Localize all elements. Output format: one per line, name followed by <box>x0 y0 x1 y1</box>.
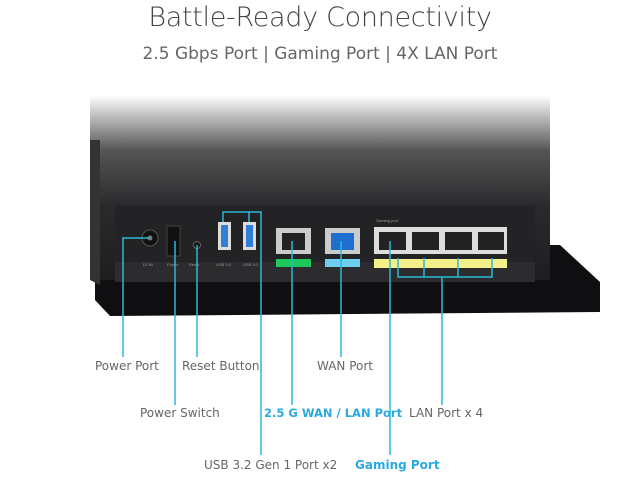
strip-wan <box>325 259 360 267</box>
port-wan <box>325 228 360 254</box>
panel-label-gaming: Gaming port <box>376 218 399 223</box>
panel-label-dcin: DCIN <box>143 262 153 267</box>
label-reset-button: Reset Button <box>182 359 260 373</box>
strip-lan <box>374 259 507 268</box>
label-wan-port: WAN Port <box>317 359 373 373</box>
port-25g <box>276 228 311 254</box>
panel-label-usb1: USB 3.0 <box>216 262 232 267</box>
label-power-port: Power Port <box>95 359 159 373</box>
strip-25g <box>276 259 311 267</box>
label-25g-wan-lan: 2.5 G WAN / LAN Port <box>264 406 403 420</box>
panel-label-reset: Reset <box>189 262 200 267</box>
panel-label-power: Power <box>167 262 179 267</box>
label-power-switch: Power Switch <box>140 406 220 420</box>
label-usb-port: USB 3.2 Gen 1 Port x2 <box>204 458 338 472</box>
router-body <box>90 95 600 316</box>
panel-label-usb2: USB 3.0 <box>243 262 259 267</box>
page-title: Battle-Ready Connectivity <box>148 2 492 33</box>
usb-ports <box>218 222 256 250</box>
label-gaming-port: Gaming Port <box>355 458 440 472</box>
lan-ports <box>374 227 507 254</box>
leader-lines <box>122 211 493 455</box>
power-switch <box>166 225 181 257</box>
label-lan-port: LAN Port x 4 <box>409 406 484 420</box>
page-subtitle: 2.5 Gbps Port | Gaming Port | 4X LAN Por… <box>142 44 498 64</box>
